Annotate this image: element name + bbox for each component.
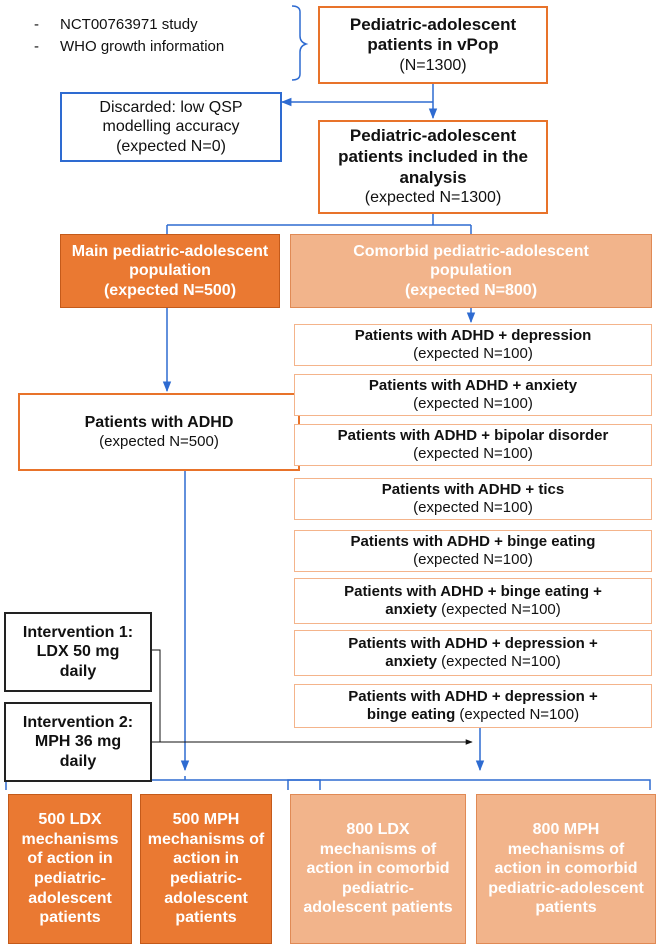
split-line xyxy=(166,214,472,234)
discarded-line3: (expected N=0) xyxy=(116,137,226,155)
source-list: NCT00763971 study WHO growth information xyxy=(34,14,224,58)
adhd-title: Patients with ADHD xyxy=(84,414,234,432)
main-population-box: Main pediatric-adolescent population (ex… xyxy=(60,234,280,308)
vpop-count: (N=1300) xyxy=(399,56,467,74)
vpop-title: Pediatric-adolescent patients in vPop xyxy=(349,14,517,55)
outcome-box: 500 MPH mechanisms of action in pediatri… xyxy=(140,794,272,944)
comorbid-group: Patients with ADHD + tics (expected N=10… xyxy=(294,478,652,520)
comorbid-group: Patients with ADHD + depression + anxiet… xyxy=(294,630,652,676)
discarded-line1: Discarded: low QSP xyxy=(99,98,243,116)
intervention-1-box: Intervention 1: LDX 50 mg daily xyxy=(4,612,152,692)
comorbid-population-count: (expected N=800) xyxy=(404,281,538,299)
outcome-box: 800 LDX mechanisms of action in comorbid… xyxy=(290,794,466,944)
comorbid-group: Patients with ADHD + anxiety (expected N… xyxy=(294,374,652,416)
comorbid-population-box: Comorbid pediatric-adolescent population… xyxy=(290,234,652,308)
adhd-box: Patients with ADHD (expected N=500) xyxy=(18,393,300,471)
source-item: WHO growth information xyxy=(34,36,224,58)
vpop-box: Pediatric-adolescent patients in vPop (N… xyxy=(318,6,548,84)
comorbid-group: Patients with ADHD + binge eating + anxi… xyxy=(294,578,652,624)
discarded-box: Discarded: low QSP modelling accuracy (e… xyxy=(60,92,282,162)
outcome-box: 800 MPH mechanisms of action in comorbid… xyxy=(476,794,656,944)
adhd-count: (expected N=500) xyxy=(99,432,219,450)
intervention1-connector xyxy=(152,649,161,742)
left-brace xyxy=(5,776,321,790)
discarded-line2: modelling accuracy xyxy=(102,118,240,136)
comorbid-group: Patients with ADHD + depression (expecte… xyxy=(294,324,652,366)
included-title: Pediatric-adolescent patients included i… xyxy=(338,126,528,187)
outcome-box: 500 LDX mechanisms of action in pediatri… xyxy=(8,794,132,944)
comorbid-group: Patients with ADHD + bipolar disorder (e… xyxy=(294,424,652,466)
main-population-count: (expected N=500) xyxy=(103,281,237,299)
main-population-title: Main pediatric-adolescent population xyxy=(71,242,269,280)
comorbid-group: Patients with ADHD + binge eating (expec… xyxy=(294,530,652,572)
included-box: Pediatric-adolescent patients included i… xyxy=(318,120,548,214)
comorbid-population-title: Comorbid pediatric-adolescent population xyxy=(353,242,589,280)
right-brace xyxy=(287,779,651,790)
source-item: NCT00763971 study xyxy=(34,14,224,36)
sources-brace xyxy=(291,5,309,81)
included-count: (expected N=1300) xyxy=(364,189,502,207)
comorbid-group: Patients with ADHD + depression + binge … xyxy=(294,684,652,728)
intervention-2-box: Intervention 2: MPH 36 mg daily xyxy=(4,702,152,782)
